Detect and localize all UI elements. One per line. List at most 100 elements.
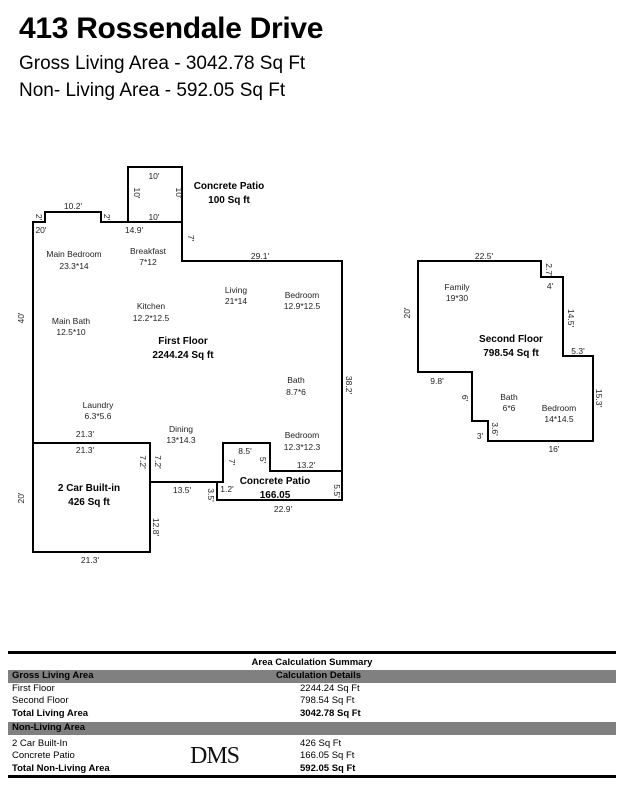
room-size: 12.9*12.5 xyxy=(284,301,321,311)
room-size: 12.2*12.5 xyxy=(133,313,170,323)
dim: 38.2' xyxy=(344,376,354,395)
room-size: 14*14.5 xyxy=(544,414,574,424)
dim: 29.1' xyxy=(251,251,270,261)
patio-label: Concrete Patio xyxy=(194,181,265,192)
concrete-patio-top xyxy=(127,166,183,223)
dim: 5' xyxy=(258,457,268,464)
garage-label: 2 Car Built-in xyxy=(58,483,120,494)
dim: 22.9' xyxy=(274,504,293,514)
dim: 21.3' xyxy=(76,429,95,439)
room-size: 7*12 xyxy=(139,257,157,267)
dim: 2.7' xyxy=(544,263,554,277)
room-name: Main Bedroom xyxy=(46,249,101,259)
table-row: 2 Car Built-In 426 Sq Ft xyxy=(8,738,616,751)
concrete-patio-bottom xyxy=(216,442,343,501)
dim: 3.6' xyxy=(490,422,500,436)
garage xyxy=(32,442,151,553)
table-row-total: Total Non-Living Area 592.05 Sq Ft xyxy=(8,763,616,776)
dim: 21.3' xyxy=(81,555,100,565)
floor-plan: 10' 10' 10' 10' Concrete Patio 100 Sq ft… xyxy=(16,166,604,565)
table-row-total: Total Living Area 3042.78 Sq Ft xyxy=(8,708,616,721)
patio-area: 100 Sq ft xyxy=(208,195,250,206)
gla-header: Gross Living Area xyxy=(12,670,94,681)
row-label: Second Floor xyxy=(12,695,69,706)
patio-label: Concrete Patio xyxy=(240,476,311,487)
watermark-logo: DMS xyxy=(190,743,240,769)
dim: 5.3' xyxy=(571,346,585,356)
room-size: 23.3*14 xyxy=(59,261,89,271)
row-label: Total Living Area xyxy=(12,707,89,719)
room-size: 6*6 xyxy=(503,403,516,413)
divider xyxy=(8,651,616,654)
room-name: Living xyxy=(225,285,247,295)
dim: 15.3' xyxy=(594,389,604,408)
dim: 8.5' xyxy=(238,446,252,456)
room-size: 8.7*6 xyxy=(286,387,306,397)
dim: 14.5' xyxy=(566,309,576,328)
nla-header-row: Non-Living Area xyxy=(8,722,616,735)
dim: 21.3' xyxy=(76,445,95,455)
row-label: 2 Car Built-In xyxy=(12,737,68,749)
room-name: Breakfast xyxy=(130,246,167,256)
first-floor-outline xyxy=(32,211,343,483)
room-size: 12.3*12.3 xyxy=(284,442,321,452)
room-name: Family xyxy=(444,282,470,292)
gla-header-row: Gross Living Area Calculation Details xyxy=(8,670,616,683)
row-label: First Floor xyxy=(12,682,55,694)
patio-area: 166.05 xyxy=(260,490,291,501)
summary-title: Area Calculation Summary xyxy=(251,657,373,668)
gross-living-area: Gross Living Area - 3042.78 Sq Ft xyxy=(19,53,306,74)
second-floor-label: Second Floor xyxy=(479,334,543,345)
row-value: 426 Sq Ft xyxy=(300,737,342,749)
dim: 2' xyxy=(102,214,112,221)
dim: 20' xyxy=(35,225,46,235)
dim: 10' xyxy=(132,187,142,198)
dim: 14.9' xyxy=(125,225,144,235)
dim: 10.2' xyxy=(64,201,83,211)
room-size: 12.5*10 xyxy=(56,327,86,337)
dim: 22.5' xyxy=(475,251,494,261)
row-value: 3042.78 Sq Ft xyxy=(300,707,361,719)
second-floor-area: 798.54 Sq ft xyxy=(483,348,539,359)
dim: 3' xyxy=(477,431,484,441)
divider xyxy=(8,775,616,778)
room-name: Bath xyxy=(287,375,305,385)
nla-header: Non-Living Area xyxy=(12,722,86,733)
room-name: Kitchen xyxy=(137,301,166,311)
dim: 10' xyxy=(148,212,159,222)
dim: 40' xyxy=(16,312,26,323)
row-value: 166.05 Sq Ft xyxy=(300,750,355,761)
dim: 3.5' xyxy=(206,488,216,502)
room-size: 19*30 xyxy=(446,293,468,303)
dim: 7.2' xyxy=(153,455,163,469)
dim: 20' xyxy=(402,307,412,318)
room-size: 21*14 xyxy=(225,296,247,306)
dim: 10' xyxy=(174,187,184,198)
dim: 13.2' xyxy=(297,460,316,470)
room-name: Laundry xyxy=(83,400,114,410)
first-floor-area: 2244.24 Sq ft xyxy=(152,350,214,361)
area-summary-table: Area Calculation Summary Gross Living Ar… xyxy=(8,651,616,778)
dim: 5.5' xyxy=(332,484,342,498)
dim: 4' xyxy=(547,281,554,291)
dim: 10' xyxy=(148,171,159,181)
room-name: Bedroom xyxy=(542,403,577,413)
dim: 2' xyxy=(34,214,44,221)
row-label: Total Non-Living Area xyxy=(12,762,110,774)
dim: 9.8' xyxy=(430,376,444,386)
dim: 7' xyxy=(227,459,237,466)
dim: 7.2' xyxy=(138,455,148,469)
page-title: 413 Rossendale Drive xyxy=(19,12,324,45)
row-value: 592.05 Sq Ft xyxy=(300,762,356,774)
dim: 12.8' xyxy=(151,518,161,537)
room-name: Bedroom xyxy=(285,290,320,300)
dim: 16' xyxy=(548,444,559,454)
room-size: 6.3*5.6 xyxy=(85,411,112,421)
dim: 20' xyxy=(16,492,26,503)
dim: 7' xyxy=(186,235,196,242)
first-floor-label: First Floor xyxy=(158,336,208,347)
row-label: Concrete Patio xyxy=(12,750,75,761)
room-size: 13*14.3 xyxy=(166,435,196,445)
